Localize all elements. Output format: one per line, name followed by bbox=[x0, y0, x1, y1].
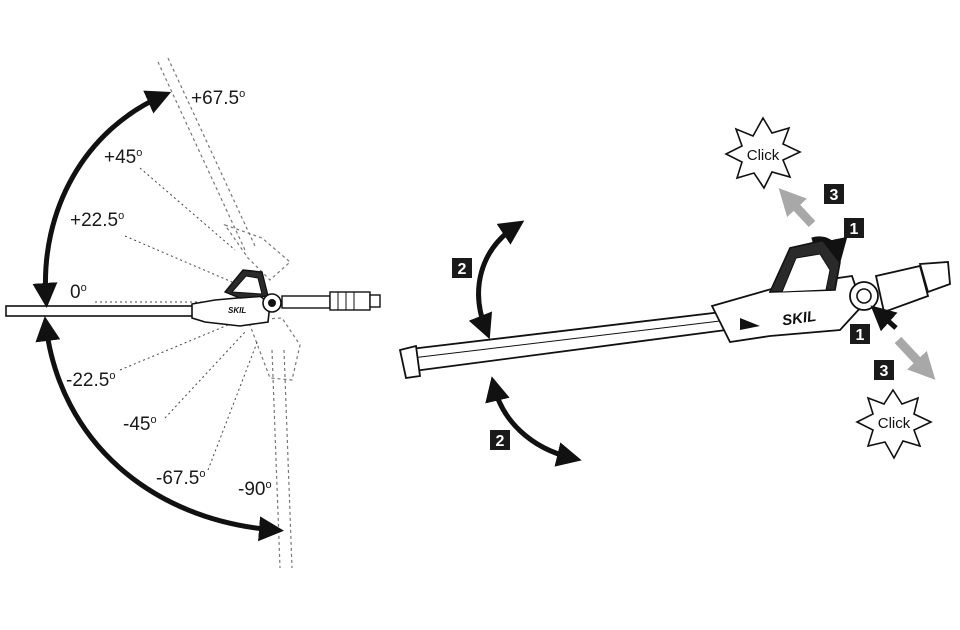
svg-text:2: 2 bbox=[458, 261, 467, 278]
svg-text:3: 3 bbox=[830, 187, 839, 204]
pull-arrow-down bbox=[894, 336, 936, 380]
pull-arrow-up bbox=[778, 188, 816, 228]
click-label-bottom: Click bbox=[878, 415, 911, 432]
step-badge-3-bottom: 3 bbox=[874, 360, 894, 380]
angle-label-plus-67-5: +67.5o bbox=[191, 88, 245, 109]
pole-trimmer-horizontal: SKIL bbox=[5, 269, 381, 327]
rotate-arrow-down bbox=[485, 376, 582, 467]
rotate-arrow-up bbox=[468, 220, 525, 340]
pole-trimmer-angled: SKIL bbox=[398, 239, 951, 380]
left-brand-logo: SKIL bbox=[228, 306, 246, 315]
step-badge-1-top: 1 bbox=[844, 218, 864, 238]
svg-text:1: 1 bbox=[850, 221, 859, 238]
ghost-shaft-up bbox=[157, 57, 291, 281]
angle-label-minus-45: -45o bbox=[123, 414, 157, 435]
svg-text:1: 1 bbox=[856, 327, 865, 344]
angle-label-minus-90: -90o bbox=[238, 479, 272, 500]
angle-label-plus-45: +45o bbox=[104, 147, 142, 168]
svg-text:2: 2 bbox=[496, 433, 505, 450]
lower-range-arrow bbox=[35, 316, 284, 542]
click-label-top: Click bbox=[747, 147, 780, 164]
press-arrow-top bbox=[811, 236, 848, 264]
angle-label-zero: 0o bbox=[70, 282, 87, 303]
angle-label-minus-67-5: -67.5o bbox=[156, 468, 205, 489]
click-burst-bottom: Click bbox=[855, 388, 933, 460]
upper-range-arrow bbox=[32, 90, 172, 308]
svg-text:3: 3 bbox=[880, 363, 889, 380]
angle-label-plus-22-5: +22.5o bbox=[70, 210, 124, 231]
step-badge-3-top: 3 bbox=[824, 184, 844, 204]
step-badge-1-bottom: 1 bbox=[850, 324, 870, 344]
left-figure-angle-range: SKIL +67.5o +45o +22.5o 0o -22.5o -45o -… bbox=[5, 57, 381, 569]
step-badge-2-bottom: 2 bbox=[490, 430, 510, 450]
step-badge-2-top: 2 bbox=[452, 258, 472, 278]
right-figure-adjust-steps: SKIL Click Click 1 1 bbox=[398, 116, 951, 467]
angle-label-minus-22-5: -22.5o bbox=[66, 370, 115, 391]
right-brand-logo: SKIL bbox=[781, 308, 817, 330]
click-burst-top: Click bbox=[724, 116, 802, 190]
press-arrow-bottom bbox=[870, 305, 898, 332]
